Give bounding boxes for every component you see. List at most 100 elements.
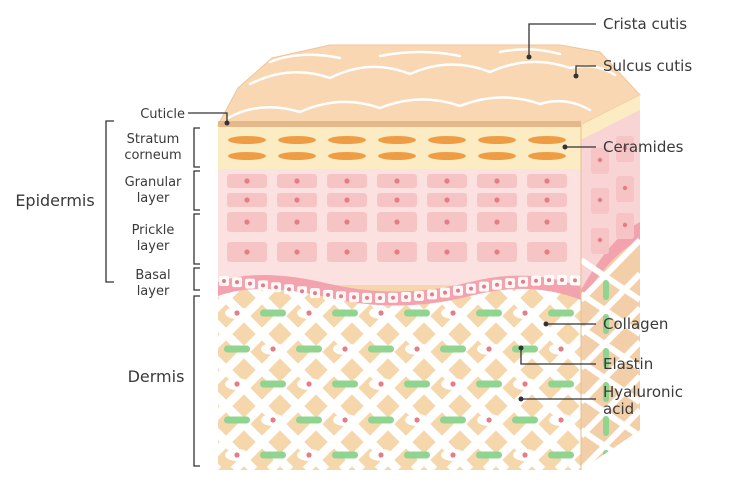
side-elastin-fiber — [603, 348, 609, 368]
label-stratum-line1: Stratum — [127, 132, 180, 147]
side-collagen-fiber — [581, 407, 640, 470]
basal-cell-nucleus — [430, 292, 434, 297]
cell-nucleus — [494, 197, 500, 203]
cell-nucleus — [394, 178, 400, 184]
basal-cell-nucleus — [235, 280, 239, 285]
basal-cell-nucleus — [534, 278, 538, 283]
ceramide — [528, 152, 566, 160]
side-face — [580, 95, 640, 470]
cell-nucleus — [244, 197, 250, 203]
hyaluronic-core — [270, 346, 276, 352]
crista-leader — [528, 23, 596, 57]
basal-cell-nucleus — [508, 281, 512, 286]
label-crista-cutis: Crista cutis — [603, 15, 687, 33]
collagen-fiber — [446, 282, 581, 470]
side-collagen-fiber — [581, 237, 640, 303]
dermis-bracket — [193, 295, 200, 467]
ceramide — [328, 136, 366, 144]
collagen-fiber — [666, 270, 730, 470]
hyaluronic-core — [450, 310, 456, 316]
ceramide — [478, 152, 516, 160]
side-cell-nucleus — [597, 237, 603, 243]
collagen-fiber — [518, 282, 581, 470]
collagen-fiber — [482, 282, 581, 470]
collagen-fiber — [218, 282, 222, 470]
side-collagen-fiber — [581, 257, 640, 303]
collagen-fiber — [482, 282, 581, 470]
elastin-fiber — [368, 345, 394, 353]
side-elastin-fiber — [603, 382, 609, 402]
side-collagen-fiber — [581, 339, 640, 405]
cell-nucleus — [444, 178, 450, 184]
elastin-fiber — [512, 345, 538, 353]
elastin-fiber — [332, 380, 358, 388]
cell-nucleus — [494, 219, 500, 225]
label-basal-line1: Basal — [135, 268, 170, 283]
cell-nucleus — [544, 178, 550, 184]
basal-cell-nucleus — [261, 283, 265, 288]
hyaluronic-core — [378, 381, 384, 387]
collagen-fiber — [218, 282, 258, 470]
elastin-fiber — [476, 309, 502, 317]
hyaluronic-core — [234, 381, 240, 387]
cell-nucleus — [244, 249, 250, 255]
basal-cell-nucleus — [456, 288, 460, 293]
hyaluronic-core — [414, 417, 420, 423]
basal-cell-nucleus — [352, 295, 356, 300]
cell-nucleus — [494, 249, 500, 255]
ceramide — [328, 152, 366, 160]
hyaluronic-core — [486, 346, 492, 352]
basal-cell-nucleus — [404, 294, 408, 299]
basal-cell-nucleus — [378, 295, 382, 300]
elastin-fibers — [224, 309, 574, 459]
basal-cell-nucleus — [365, 295, 369, 300]
cell-nucleus — [294, 219, 300, 225]
cell-nucleus — [444, 197, 450, 203]
hyaluronic-core — [342, 417, 348, 423]
side-collagen-fiber — [581, 393, 640, 439]
cuticle-edge — [218, 121, 581, 127]
epidermis-bracket — [105, 120, 114, 283]
collagen-fiber — [218, 282, 294, 470]
basal-cell-nucleus — [274, 285, 278, 290]
surface-bumps — [226, 48, 617, 120]
collagen-fiber — [666, 270, 730, 470]
hyaluronic-core — [558, 346, 564, 352]
hyaluronic-core — [522, 381, 528, 387]
elastin-fiber — [260, 309, 286, 317]
elastin-fiber — [260, 451, 286, 459]
label-granular-line1: Granular — [125, 175, 182, 190]
hyaluronic-core — [378, 452, 384, 458]
basal-cell-nucleus — [469, 286, 473, 291]
left-brackets — [105, 112, 228, 467]
elastin-fiber — [332, 309, 358, 317]
basal-cell-nucleus — [326, 292, 330, 297]
ceramide — [428, 152, 466, 160]
label-cuticle: Cuticle — [140, 107, 185, 122]
stratum-corneum-layer — [218, 127, 581, 169]
right-labels: Crista cutis Sulcus cutis Ceramides Coll… — [603, 15, 692, 418]
elastin-fiber — [224, 416, 250, 424]
cell-nucleus — [444, 219, 450, 225]
label-elastin: Elastin — [603, 355, 653, 373]
basal-cell-nucleus — [443, 290, 447, 295]
cell-nucleus — [294, 178, 300, 184]
hyaluronic-core — [486, 417, 492, 423]
collagen-fiber — [230, 282, 438, 470]
basal-bracket — [193, 267, 200, 291]
hyaluronic-core — [522, 310, 528, 316]
label-prickle-line2: layer — [137, 239, 170, 254]
elastin-fiber — [404, 309, 430, 317]
elastin-fiber — [548, 380, 574, 388]
cell-nucleus — [244, 178, 250, 184]
elastin-fiber — [260, 380, 286, 388]
prickle-bracket — [193, 213, 200, 265]
hyaluronic-core — [306, 452, 312, 458]
side-elastin-fiber — [603, 450, 609, 470]
side-collagen-fiber — [581, 359, 640, 405]
side-cell-nucleus — [597, 197, 603, 203]
basal-cell-nucleus — [417, 293, 421, 298]
elastin-fiber — [368, 416, 394, 424]
skin-surface — [217, 44, 641, 127]
basal-cell-nucleus — [495, 282, 499, 287]
